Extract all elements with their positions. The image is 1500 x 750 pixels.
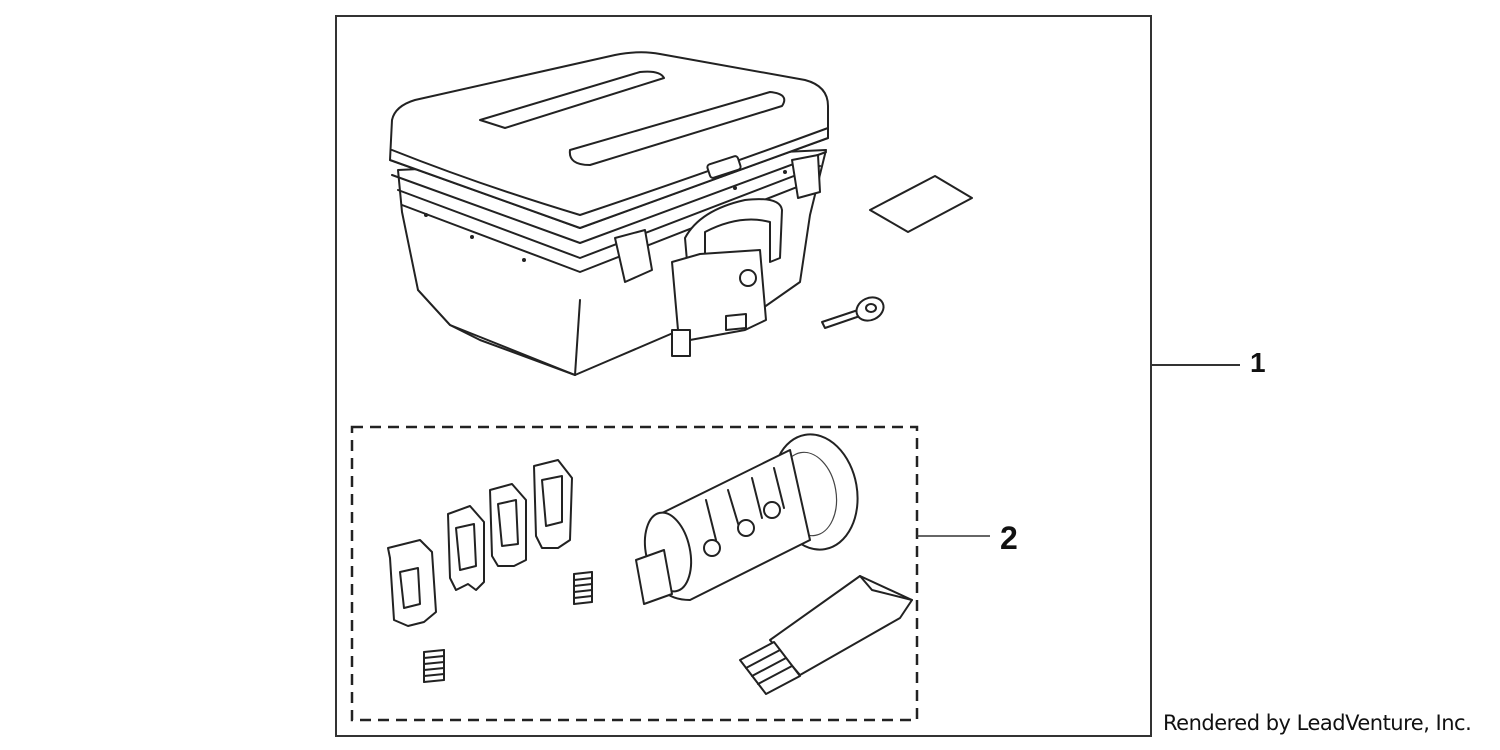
spring-upper-illustration xyxy=(573,571,593,605)
spring-lower-illustration xyxy=(423,649,445,683)
top-case-illustration xyxy=(389,51,829,376)
callout-1[interactable]: 1 xyxy=(1250,347,1266,378)
key-illustration xyxy=(821,296,885,329)
grease-tube-illustration xyxy=(739,575,913,695)
instruction-card xyxy=(869,175,973,233)
callout-2[interactable]: 2 xyxy=(1000,520,1018,556)
credit-text: Rendered by LeadVenture, Inc. xyxy=(1163,711,1472,735)
diagram-frame xyxy=(335,15,1152,737)
lock-cylinder-illustration xyxy=(635,433,859,605)
lock-set-box xyxy=(350,425,919,722)
lock-plates-illustration xyxy=(387,459,573,627)
